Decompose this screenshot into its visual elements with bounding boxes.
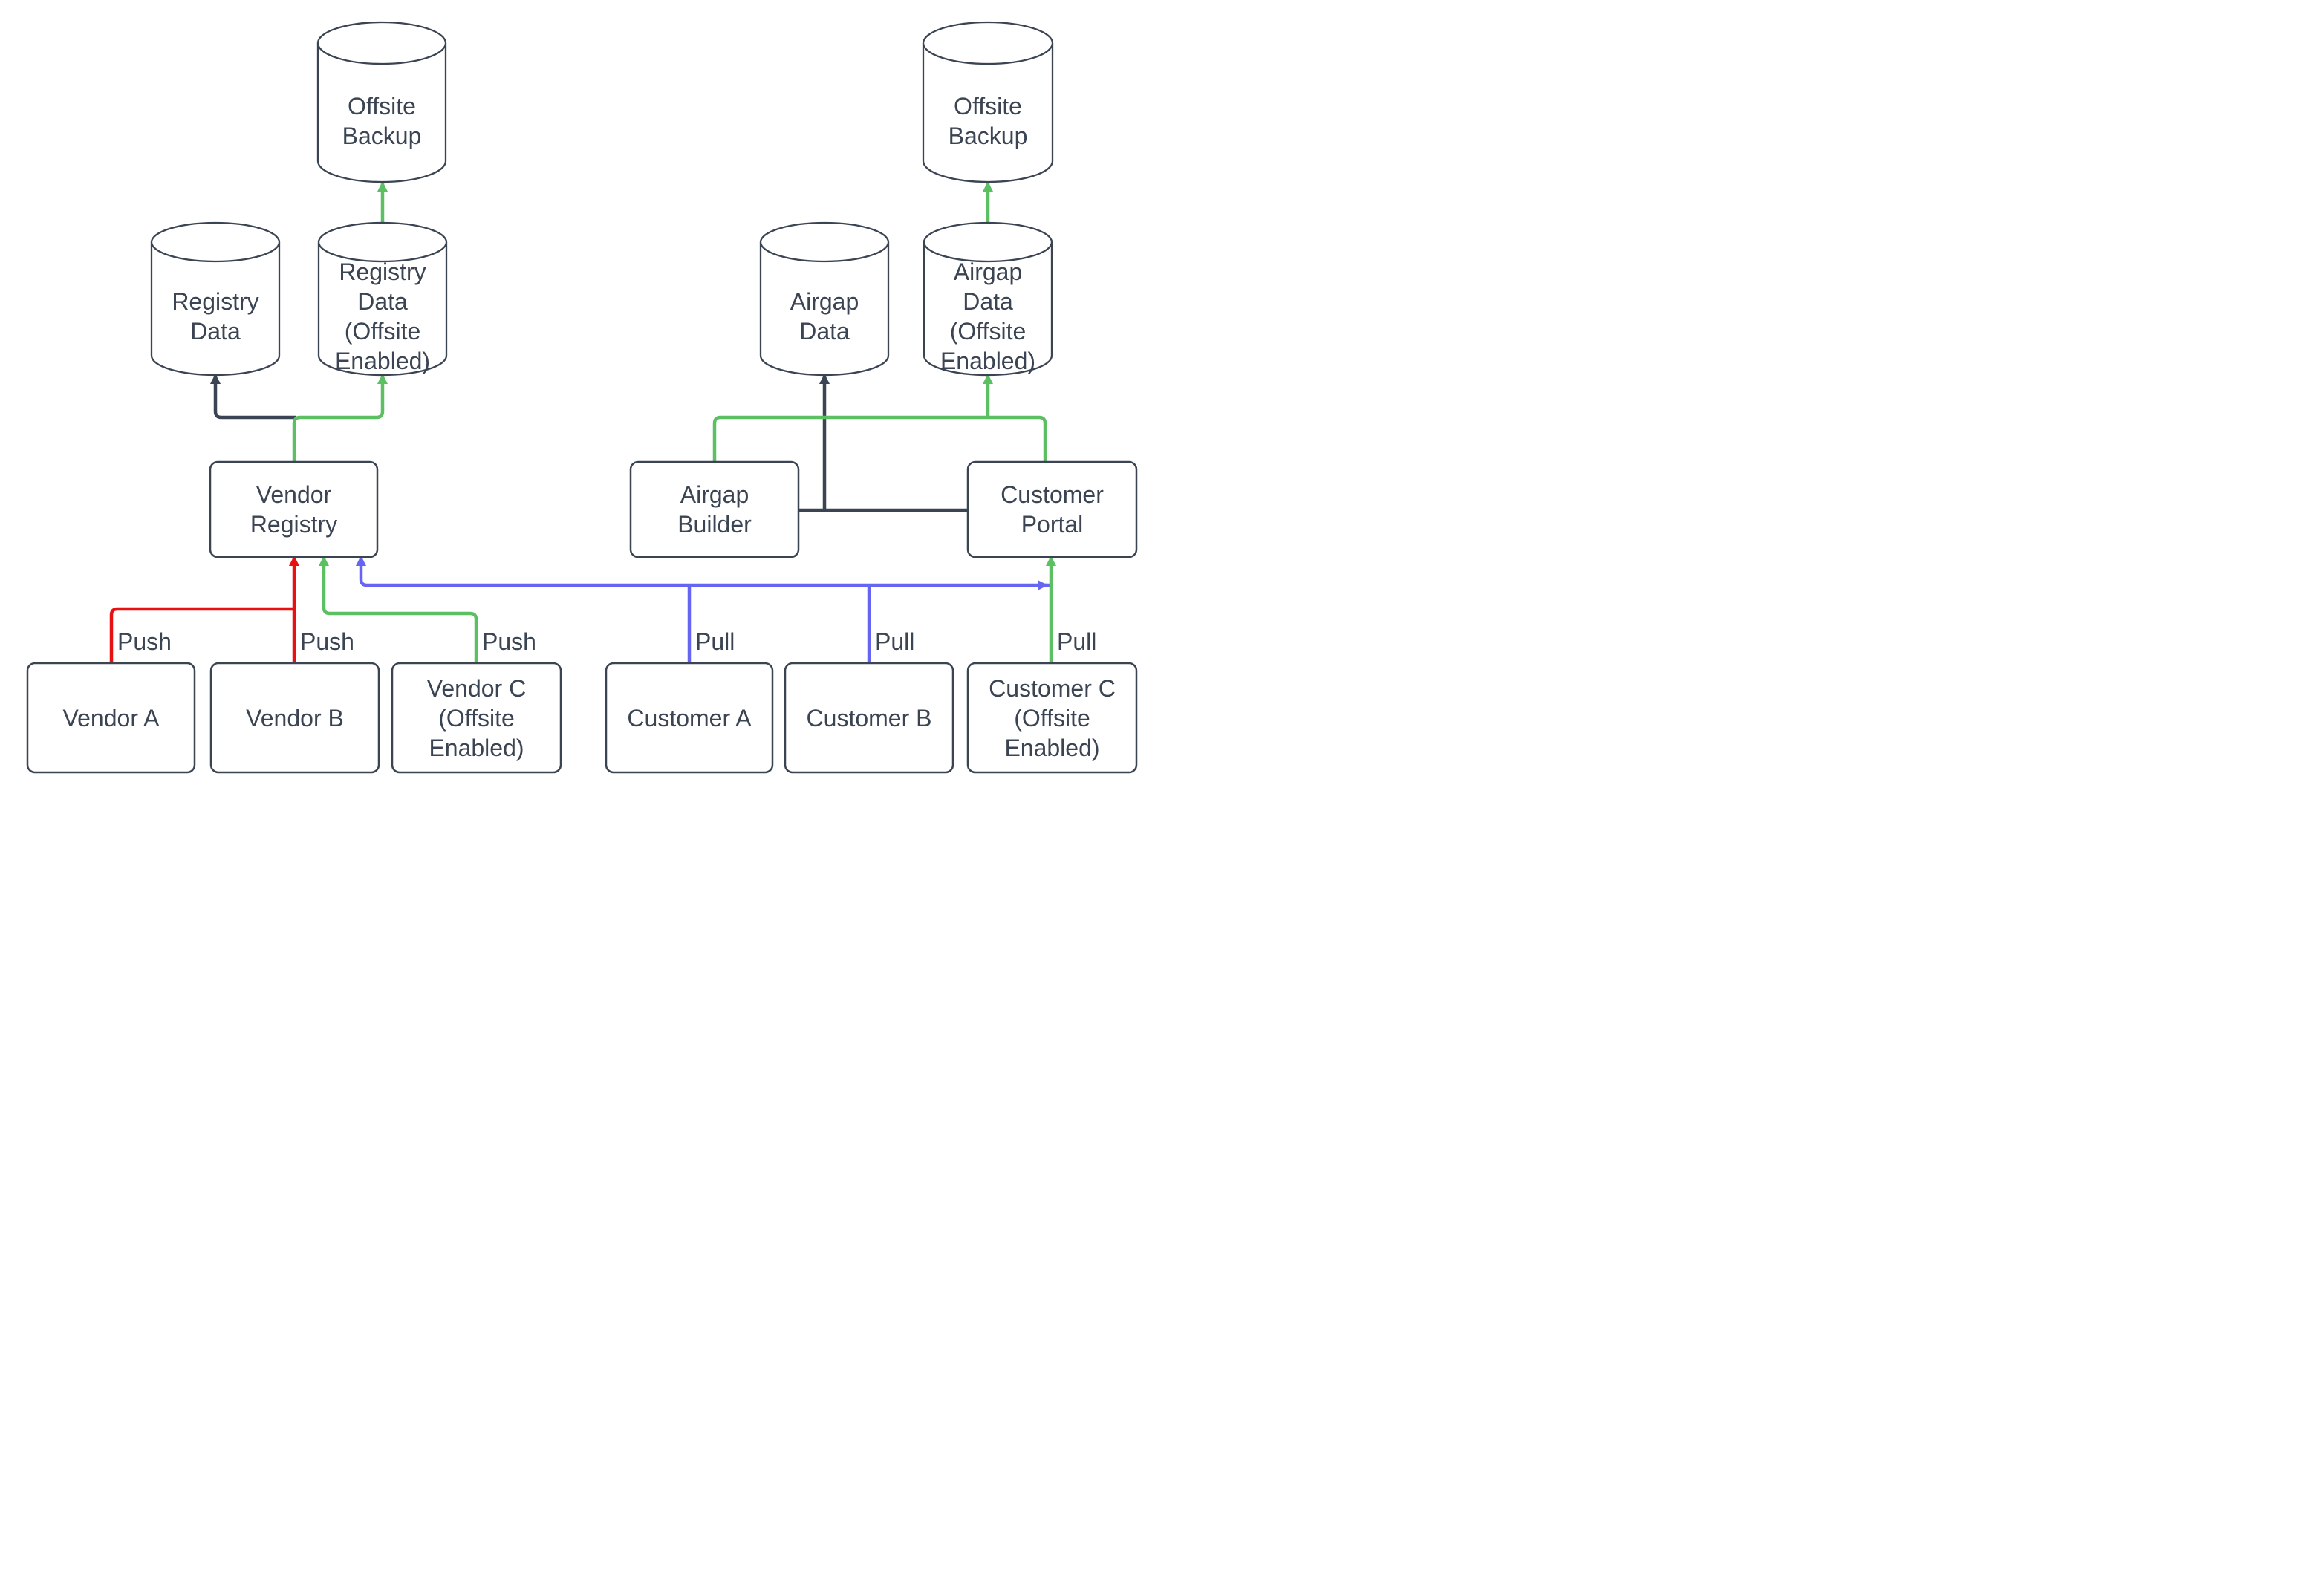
node-vendor-b: [209, 662, 380, 774]
node-offsite-backup-left: [316, 21, 447, 183]
node-customer-a: [605, 662, 774, 774]
node-customer-portal: [966, 460, 1138, 558]
edge-registry-offsite-write: [292, 374, 388, 462]
node-airgap-builder: [629, 460, 800, 558]
node-registry-data: [150, 221, 281, 377]
edge-vendor-a-push: [109, 607, 294, 663]
node-vendor-c: [391, 662, 562, 774]
edge-airgap-offsite-loop: [712, 415, 1047, 462]
node-vendor-a: [26, 662, 196, 774]
node-offsite-backup-right: [922, 21, 1054, 183]
edge-registry-write: [210, 374, 296, 420]
diagram-shapes: [26, 21, 1138, 774]
node-customer-b: [784, 662, 954, 774]
node-vendor-registry: [209, 460, 379, 558]
node-airgap-data: [759, 221, 890, 377]
node-registry-data-offsite: [317, 221, 448, 377]
node-customer-c: [966, 662, 1138, 774]
edge-vendor-c-push: [319, 556, 478, 663]
edge-pull-bus: [356, 556, 1051, 587]
node-airgap-data-offsite: [923, 221, 1053, 377]
diagram-canvas: Offsite Backup Offsite Backup Registry D…: [0, 0, 1156, 798]
